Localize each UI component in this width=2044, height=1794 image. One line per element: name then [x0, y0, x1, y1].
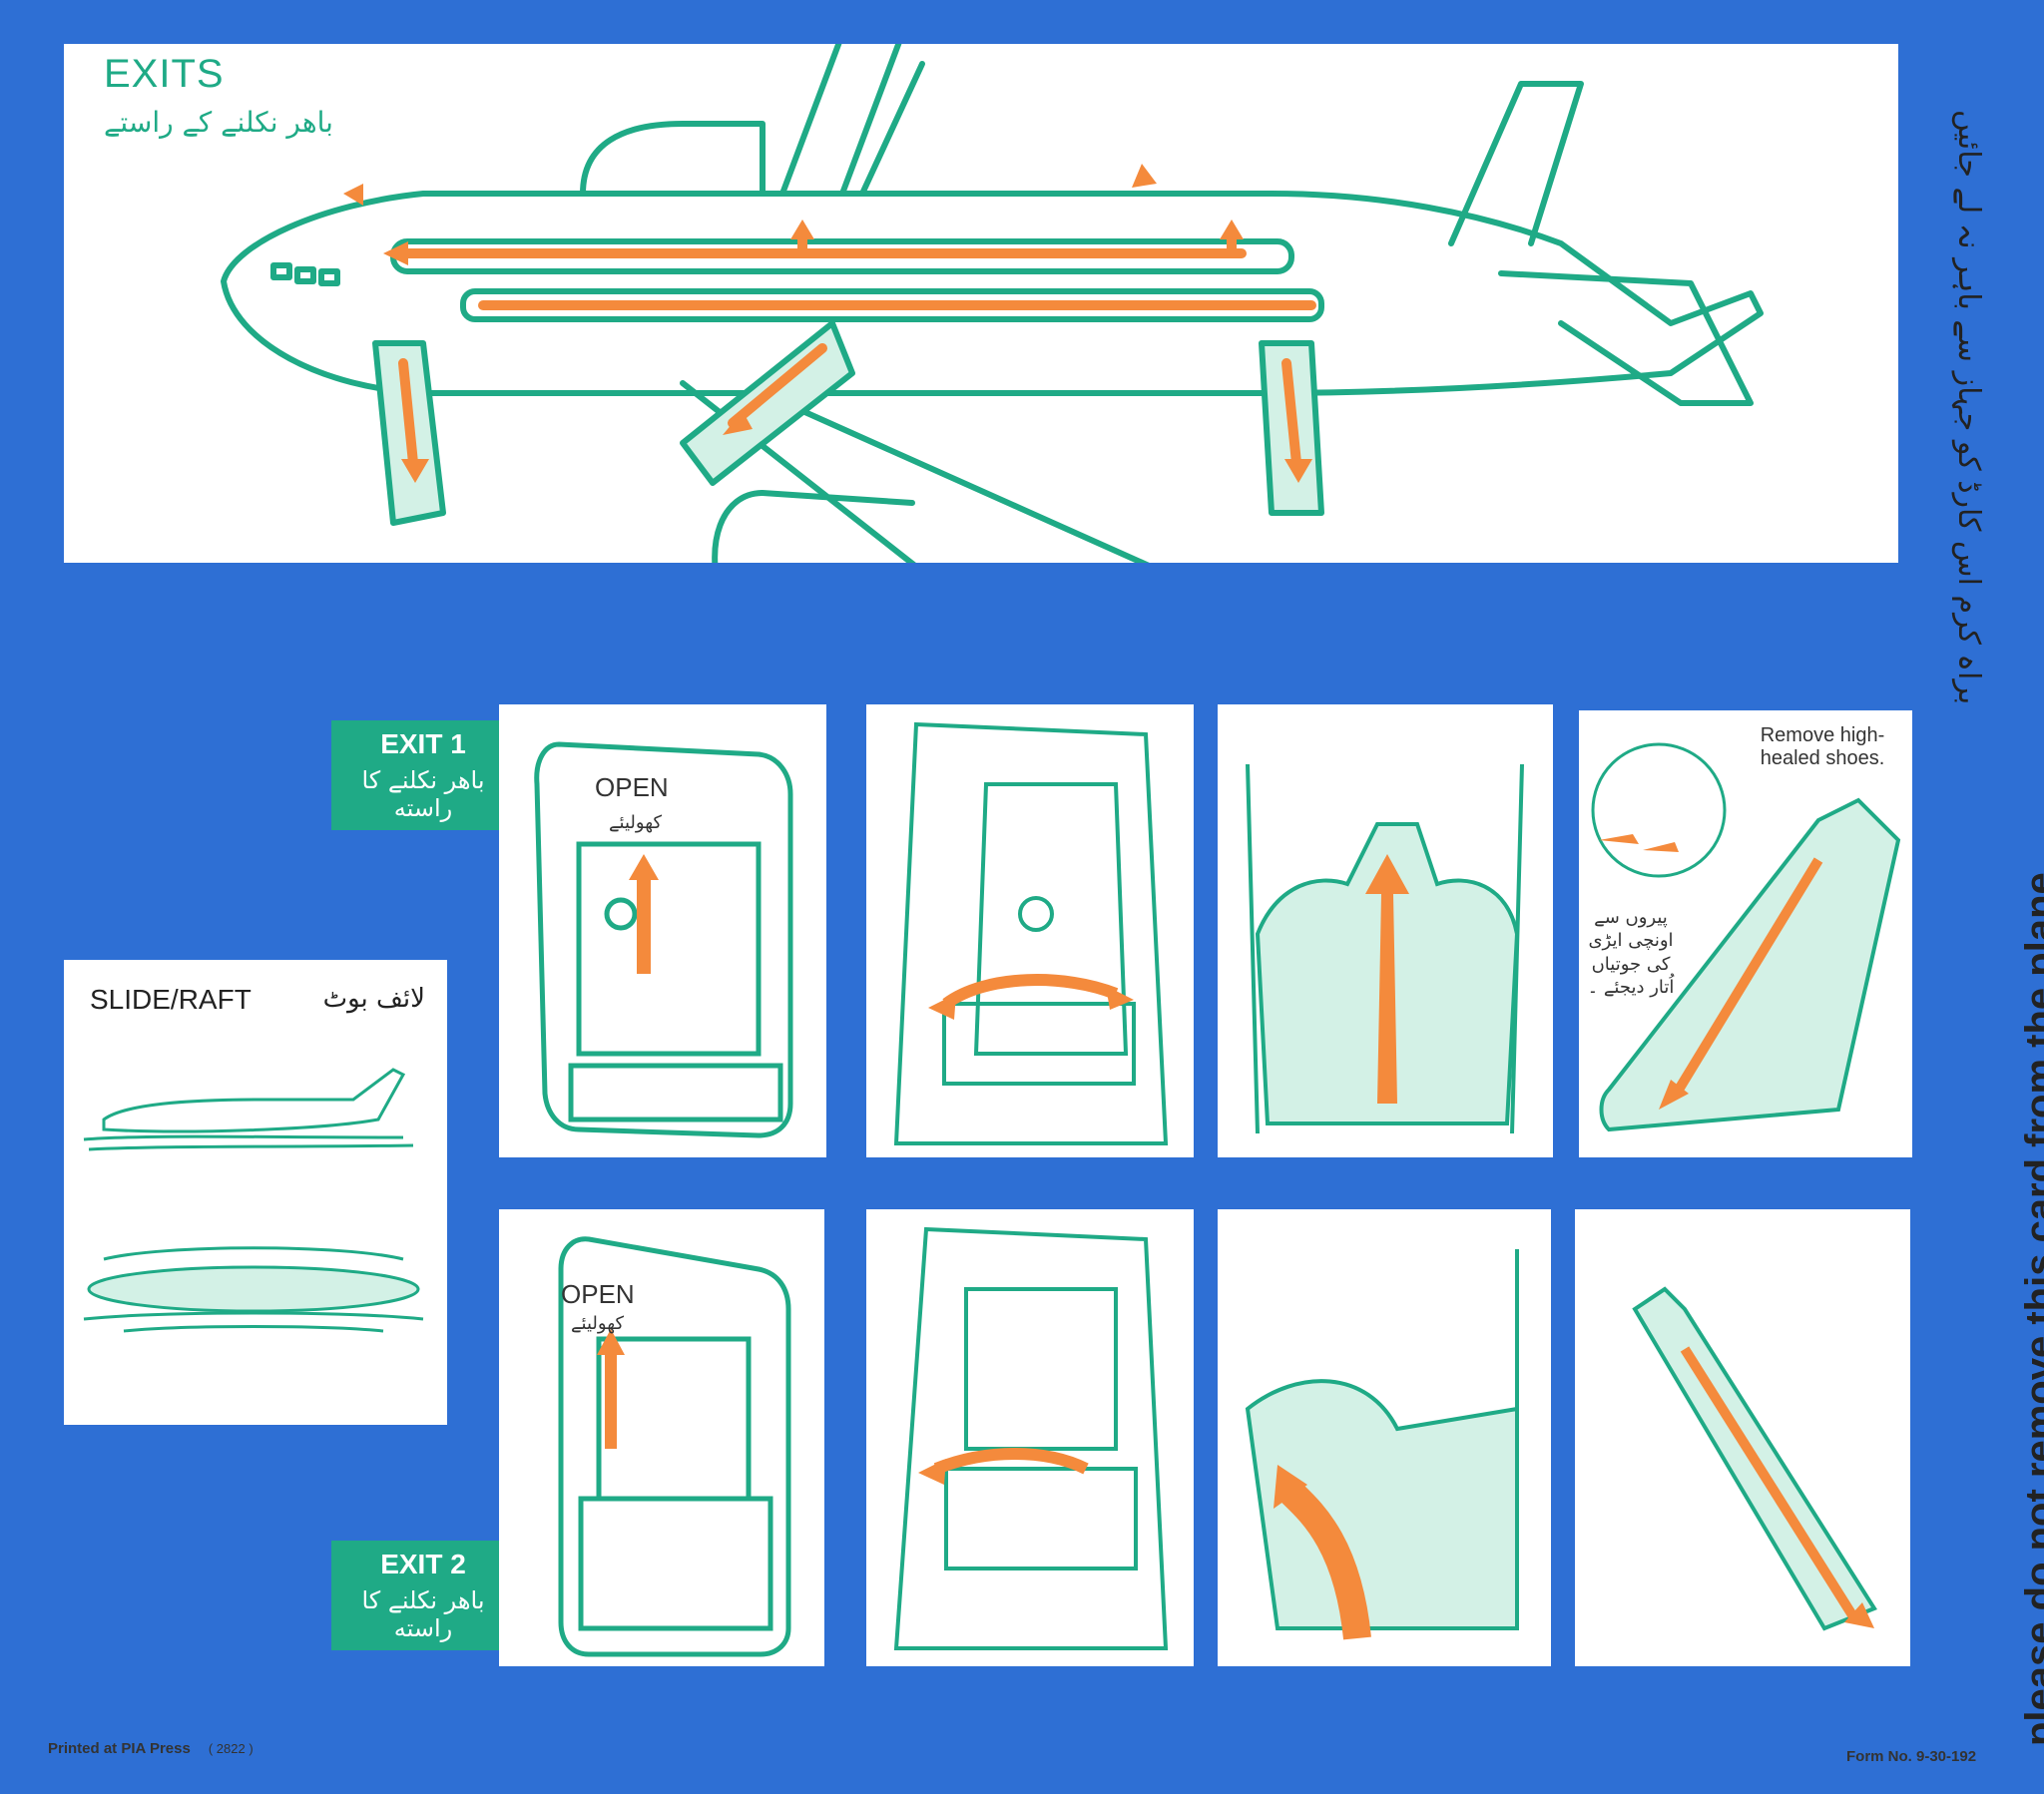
- exit-1-open-label-urdu: کھولیئے: [609, 812, 663, 833]
- print-code: ( 2822 ): [208, 1741, 254, 1756]
- exit-2-open-label-urdu: کھولیئے: [571, 1313, 625, 1334]
- exit-1-step-2-rotate: [866, 704, 1194, 1157]
- exit-2-step-2-rotate: [866, 1209, 1194, 1666]
- printed-at-footer: Printed at PIA Press ( 2822 ): [48, 1740, 254, 1757]
- exit-2-open-label: OPEN: [561, 1279, 635, 1309]
- remove-shoes-notice: Remove high-healed shoes.: [1760, 724, 1885, 769]
- exit-2-label: EXIT 2 باهر نکلنے کا راسته: [331, 1541, 515, 1650]
- exits-title-urdu: باهر نکلنے کے راستے: [104, 106, 333, 139]
- side-notice-urdu: براہ کرم اس کارڈ کو جہاز سے باہر نہ لے ج…: [1951, 110, 1986, 705]
- exits-overview-panel: EXITS باهر نکلنے کے راستے: [64, 44, 1898, 563]
- slide-raft-title-urdu: لائف بوٹ: [322, 984, 425, 1014]
- slide-raft-panel: SLIDE/RAFT لائف بوٹ: [64, 960, 447, 1425]
- exit-2-title: EXIT 2: [380, 1549, 466, 1579]
- exit-2-step-4-slide-down: [1575, 1209, 1910, 1666]
- exit-2-title-urdu: باهر نکلنے کا راسته: [361, 1586, 485, 1642]
- exit-2-step-1-open: OPEN کھولیئے: [499, 1209, 824, 1666]
- printed-at-text: Printed at PIA Press: [48, 1740, 191, 1757]
- exit-1-label: EXIT 1 باهر نکلنے کا راسته: [331, 720, 515, 830]
- exit-1-step-1-open: OPEN کھولیئے: [499, 704, 826, 1157]
- exits-title: EXITS: [104, 52, 225, 96]
- slide-raft-illustration: [83, 1068, 424, 1333]
- exit-1-step-3-slide-inflates: [1218, 704, 1553, 1157]
- remove-shoes-notice-urdu: پیروں سے اونچی ایڑی کی جوتیاں اُتار دیجئ…: [1587, 907, 1675, 999]
- do-not-remove-notice: please do not remove this card from the …: [2018, 872, 2044, 1746]
- slide-raft-title: SLIDE/RAFT: [90, 984, 252, 1015]
- exit-1-title: EXIT 1: [380, 728, 466, 759]
- exit-1-title-urdu: باهر نکلنے کا راسته: [361, 766, 485, 822]
- exit-1-step-4-slide-down: Remove high-healed shoes. پیروں سے اونچی…: [1579, 710, 1912, 1157]
- aircraft-exits-illustration: [221, 44, 1764, 563]
- exit-2-step-3-slide-inflates: [1218, 1209, 1551, 1666]
- form-number: Form No. 9-30-192: [1846, 1748, 1977, 1765]
- exit-1-open-label: OPEN: [595, 772, 669, 802]
